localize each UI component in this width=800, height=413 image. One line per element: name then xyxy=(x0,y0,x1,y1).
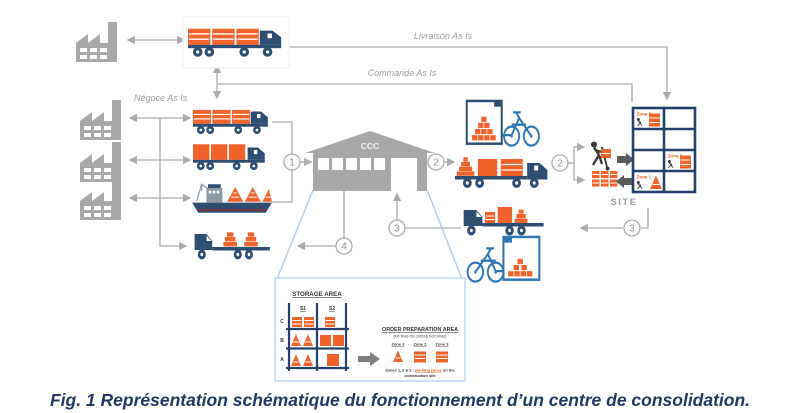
prep-zone2-label: Zone 2 xyxy=(414,342,428,347)
arrow-step2-person xyxy=(568,142,586,164)
note-highlight: working zones xyxy=(414,368,442,373)
zone3-label: Zone 3 xyxy=(637,112,652,117)
flow-line-negoce xyxy=(159,118,188,251)
zone1-label: Zone 1 xyxy=(637,175,652,180)
step-circle-3b: 3 xyxy=(623,219,641,237)
pallet-icon xyxy=(592,171,618,187)
step-circle-1: 1 xyxy=(283,153,301,171)
cargo-bike-icon xyxy=(465,99,541,147)
flatbed-truck-icon xyxy=(194,232,270,260)
storage-rack xyxy=(286,303,349,371)
warehouse-ccc-label: CCC xyxy=(361,141,379,151)
inset-callout-lines xyxy=(276,189,463,280)
note-middle: on the xyxy=(442,368,456,373)
flatbed-truck-icon xyxy=(463,206,545,236)
warehouse-icon: CCC xyxy=(305,131,435,191)
storage-col-s1: S1 xyxy=(300,306,306,312)
storage-items xyxy=(291,317,344,366)
zone2-cell: Zone 2 xyxy=(667,154,691,169)
prep-note-line2: construction site xyxy=(404,373,436,378)
zone1-cell: Zone 1 xyxy=(636,175,662,190)
delivery-truck-icon xyxy=(454,156,549,189)
figure-caption: Fig. 1 Représentation schématique du fon… xyxy=(49,390,751,410)
site-scaffold-icon: Zone 3 Zone 2 Zone 1 xyxy=(631,106,697,194)
storage-row-b: B xyxy=(280,338,284,344)
zone2-label: Zone 2 xyxy=(668,154,683,159)
commande-label: Commande As Is xyxy=(368,68,437,78)
worker-handtruck-icon xyxy=(591,141,611,171)
prep-title: ORDER PREPARATION AREA xyxy=(382,327,458,333)
livraison-label: Livraison As Is xyxy=(414,31,473,41)
cargo-bike-icon xyxy=(466,235,541,283)
step-number: 2 xyxy=(557,159,563,170)
semi-truck-icon xyxy=(192,109,269,135)
cargo-ship-icon xyxy=(191,183,273,214)
negoce-label: Négoce As Is xyxy=(134,93,188,103)
line-site-step3 xyxy=(641,208,649,229)
storage-col-s2: S2 xyxy=(329,306,335,312)
dark-arrow-left-icon xyxy=(616,175,633,188)
factory-icon xyxy=(80,100,121,140)
prep-zone1-label: Zone 1 xyxy=(392,342,406,347)
prep-subtitle: (KITTING OR CROSS DOCKING) xyxy=(393,335,446,339)
step-circles: 1 2 2 3 3 4 xyxy=(283,153,641,255)
storage-row-c: C xyxy=(280,319,284,325)
flow-line-livraison xyxy=(289,46,672,101)
arrow-step2-pallet xyxy=(573,163,586,185)
step-circle-4: 4 xyxy=(335,237,353,255)
step-number: 2 xyxy=(433,158,439,169)
flow-lines xyxy=(126,35,672,251)
factory-icon xyxy=(76,22,117,62)
zone3-cell: Zone 3 xyxy=(636,112,660,127)
prep-note-line1: Zones 1, 2 & 3 : working zones on the xyxy=(385,368,455,373)
step-circle-3a: 3 xyxy=(388,219,406,237)
step-circle-2a: 2 xyxy=(427,153,445,171)
dark-arrow-right-icon xyxy=(617,153,634,166)
inset-arrow-icon xyxy=(358,352,380,366)
storage-area-title: STORAGE AREA xyxy=(292,291,342,298)
warehouse-inset: STORAGE AREA S1 S2 C B A ORDER PREPA xyxy=(274,277,466,382)
step-number: 3 xyxy=(629,224,635,235)
step-number: 3 xyxy=(394,224,400,235)
step-number: 4 xyxy=(341,242,347,253)
factory-icon xyxy=(80,142,121,182)
note-prefix: Zones 1, 2 & 3 : xyxy=(385,368,415,373)
order-prep-area: ORDER PREPARATION AREA (KITTING OR CROSS… xyxy=(382,327,458,378)
prep-zone3-label: Zone 3 xyxy=(436,342,450,347)
factory-icon xyxy=(80,180,121,220)
flow-line-commande xyxy=(217,83,633,102)
step-circle-2b: 2 xyxy=(551,154,569,172)
box-truck-icon xyxy=(193,144,265,171)
step-number: 1 xyxy=(289,158,295,169)
site-label: SITE xyxy=(610,197,637,208)
consolidation-diagram: Livraison As Is Commande As Is Négoce As… xyxy=(76,16,697,382)
storage-row-a: A xyxy=(280,357,284,363)
